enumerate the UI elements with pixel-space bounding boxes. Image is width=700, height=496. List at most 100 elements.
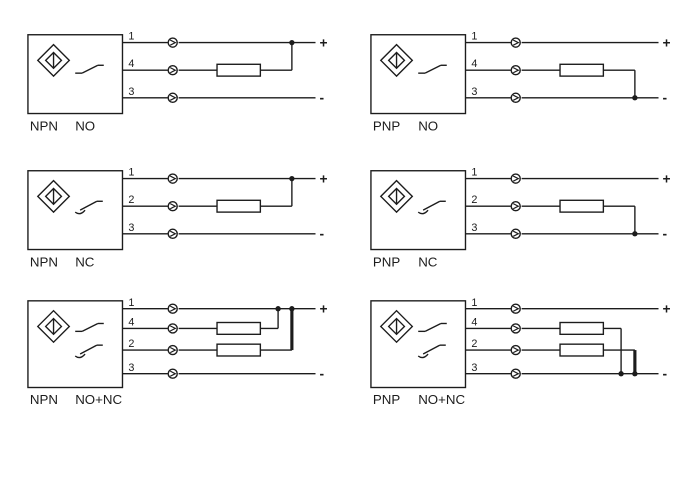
minus-terminal-label: -	[319, 227, 324, 242]
pin-number: 3	[471, 362, 477, 374]
pin-number: 3	[471, 222, 477, 234]
pin-number: 1	[128, 297, 134, 309]
pin-number: 2	[471, 338, 477, 350]
junction-dot	[275, 306, 281, 312]
pin-number: 4	[128, 316, 134, 328]
diagram-function-label: NO+NC	[418, 392, 465, 407]
connector-pin-icon	[512, 67, 520, 74]
diagram-transistor-label: PNP	[373, 254, 400, 269]
load-resistor	[559, 343, 605, 357]
load-resistor	[559, 321, 605, 336]
sensor-body	[370, 34, 467, 115]
pin-number: 2	[128, 194, 134, 206]
load-resistor	[216, 343, 262, 357]
connector-pin-icon	[512, 39, 520, 46]
plus-terminal-label: +	[662, 302, 670, 317]
diagram-function-label: NC	[75, 254, 95, 269]
switch-no-lever-icon	[424, 64, 442, 74]
connector-pin-icon	[512, 305, 520, 312]
diagram-transistor-label: PNP	[373, 392, 400, 407]
pin-number: 4	[471, 316, 477, 328]
sensor-diamond-outer-icon	[379, 43, 414, 78]
minus-terminal-label: -	[662, 91, 667, 106]
connector-pin-icon	[169, 230, 177, 237]
sensor-body	[27, 170, 124, 251]
connector-pin-icon	[512, 230, 520, 237]
connector-pin-icon	[169, 39, 177, 46]
wiring-diagram-svg: 1 +4 3 - PNP NO	[370, 31, 671, 133]
sensor-diamond-inner-icon	[387, 187, 406, 206]
wiring-diagrams-page: 1 +4 3 - NPN NO 1 +4 3 - PNP NO 1 +2 3 - NPN NC 1 +2 3 - PN…	[24, 22, 700, 416]
diagram-pnp-no: 1 +4 3 - PNP NO	[367, 22, 692, 144]
connector-pin-icon	[169, 305, 177, 312]
switch-nc-curve-icon	[74, 353, 86, 359]
switch-nc-curve-icon	[74, 209, 86, 215]
load-resistor	[559, 199, 605, 213]
connector-pin-icon	[512, 370, 520, 377]
junction-dot	[289, 175, 295, 182]
connector-pin-icon	[169, 346, 177, 354]
load-resistor	[559, 63, 605, 77]
sensor-diamond-outer-icon	[36, 43, 71, 78]
junction-dot	[289, 306, 295, 312]
connector-pin-icon	[169, 370, 177, 377]
connector-pin-icon	[169, 203, 177, 210]
connector-pin-icon	[512, 94, 520, 101]
pin-number: 1	[471, 167, 477, 179]
connector-pin-icon	[169, 175, 177, 182]
junction-dot	[289, 39, 295, 46]
switch-nc-curve-icon	[417, 353, 429, 359]
load-resistor	[216, 321, 262, 336]
plus-terminal-label: +	[319, 302, 327, 317]
load-resistor	[216, 199, 262, 213]
sensor-body	[27, 34, 124, 115]
switch-no-lever-icon	[81, 64, 99, 74]
pin-number: 2	[128, 338, 134, 350]
sensor-diamond-inner-icon	[44, 187, 63, 206]
connector-pin-icon	[169, 94, 177, 101]
plus-terminal-label: +	[662, 172, 670, 187]
load-resistor	[216, 63, 262, 77]
sensor-diamond-outer-icon	[379, 309, 414, 344]
diagram-grid: 1 +4 3 - NPN NO 1 +4 3 - PNP NO 1 +2 3 - NPN NC 1 +2 3 - PN…	[24, 22, 700, 416]
switch-no-lever-icon	[81, 322, 99, 332]
switch-nc-lever-icon	[422, 344, 441, 355]
diagram-transistor-label: NPN	[30, 118, 58, 133]
sensor-diamond-outer-icon	[379, 179, 414, 214]
connector-pin-icon	[512, 325, 520, 332]
sensor-body	[370, 170, 467, 251]
pin-number: 4	[128, 58, 134, 70]
minus-terminal-label: -	[662, 227, 667, 242]
switch-nc-lever-icon	[79, 344, 98, 355]
pin-number: 3	[128, 362, 134, 374]
connector-pin-icon	[512, 203, 520, 210]
connector-pin-icon	[512, 346, 520, 354]
diagram-transistor-label: PNP	[373, 118, 400, 133]
wiring-diagram-svg: 1 +2 3 - PNP NC	[370, 167, 671, 269]
pin-number: 3	[128, 86, 134, 98]
pin-number: 1	[471, 297, 477, 309]
pin-number: 3	[471, 86, 477, 98]
diagram-function-label: NO	[418, 118, 438, 133]
connector-pin-icon	[512, 175, 520, 182]
plus-terminal-label: +	[662, 36, 670, 51]
connector-pin-icon	[169, 67, 177, 74]
pin-number: 1	[471, 31, 477, 43]
diagram-transistor-label: NPN	[30, 392, 58, 407]
switch-nc-curve-icon	[417, 209, 429, 215]
switch-nc-lever-icon	[422, 200, 441, 211]
diagram-function-label: NO	[75, 118, 95, 133]
pin-number: 1	[128, 167, 134, 179]
pin-number: 2	[471, 194, 477, 206]
pin-number: 4	[471, 58, 477, 70]
plus-terminal-label: +	[319, 36, 327, 51]
pin-number: 1	[128, 31, 134, 43]
diagram-function-label: NC	[418, 254, 438, 269]
diagram-transistor-label: NPN	[30, 254, 58, 269]
